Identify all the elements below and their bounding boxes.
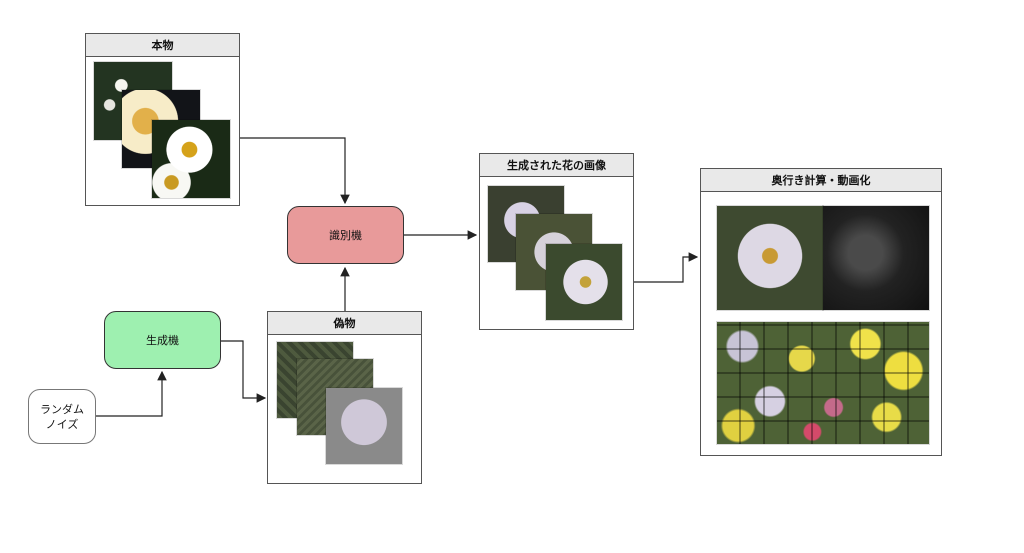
arrow-generated-to-depth — [634, 252, 699, 283]
fake-image-3 — [326, 388, 402, 464]
depth-source-image — [717, 206, 823, 310]
fake-panel-title: 偽物 — [268, 312, 421, 335]
depth-map-image — [823, 206, 929, 310]
noise-label-line1: ランダム — [40, 402, 84, 416]
generator-node: 生成機 — [104, 311, 221, 369]
real-panel-title: 本物 — [86, 34, 239, 57]
arrow-noise-to-generator — [96, 370, 167, 417]
fake-panel: 偽物 — [267, 311, 422, 484]
depth-panel-title: 奥行き計算・動画化 — [701, 169, 941, 192]
real-flower-image-3 — [152, 120, 230, 198]
discriminator-label: 識別機 — [329, 228, 362, 242]
generated-flower-grid — [717, 322, 929, 444]
arrow-generator-to-fake — [221, 340, 267, 403]
generated-panel: 生成された花の画像 — [479, 153, 634, 330]
generator-label: 生成機 — [146, 333, 179, 347]
random-noise-node: ランダム ノイズ — [28, 389, 96, 444]
arrow-real-to-discriminator — [240, 137, 350, 205]
generated-flower-image-3 — [546, 244, 622, 320]
noise-label-line2: ノイズ — [45, 417, 79, 431]
depth-panel: 奥行き計算・動画化 — [700, 168, 942, 456]
real-panel: 本物 — [85, 33, 240, 206]
generated-panel-title: 生成された花の画像 — [480, 154, 633, 177]
discriminator-node: 識別機 — [287, 206, 404, 264]
